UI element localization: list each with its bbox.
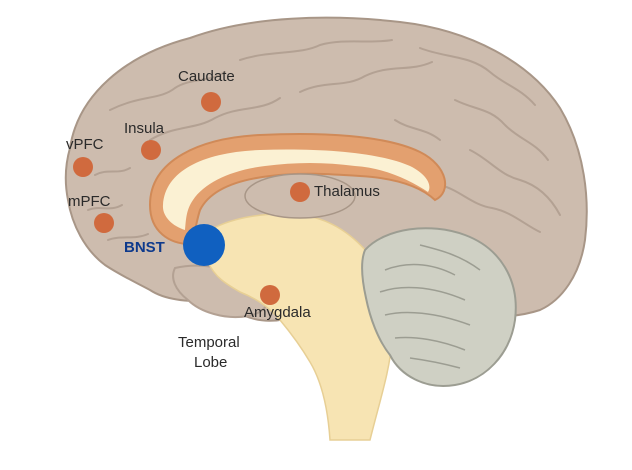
temporal-lobe-label-line2: Lobe [194,354,227,371]
mpfc-label: mPFC [68,193,111,210]
amygdala-marker [260,285,280,305]
temporal-lobe-label-line1: Temporal [178,334,240,351]
caudate-label: Caudate [178,68,235,85]
gyri-folds [87,39,561,241]
caudate-marker [201,92,221,112]
brainstem [204,213,394,441]
bnst-label: BNST [124,239,165,256]
bnst-marker [183,224,225,266]
mpfc-marker [94,213,114,233]
thalamus-marker [290,182,310,202]
insula-marker [141,140,161,160]
amygdala-label: Amygdala [244,304,311,321]
vpfc-marker [73,157,93,177]
corpus-callosum-inner [162,149,430,230]
thalamus-label: Thalamus [314,183,380,200]
vpfc-label: vPFC [66,136,104,153]
insula-label: Insula [124,120,165,137]
cerebellum-folds [379,244,481,369]
